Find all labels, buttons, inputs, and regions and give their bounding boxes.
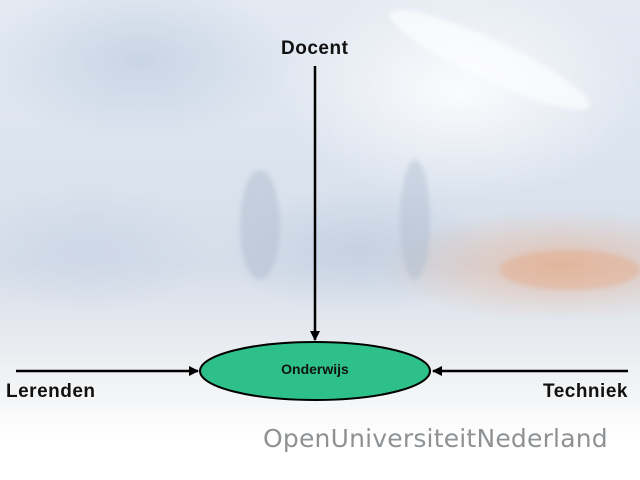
- onderwijs-label: Onderwijs: [281, 361, 349, 377]
- open-universiteit-logo: OpenUniversiteitNederland: [263, 424, 608, 453]
- techniek-label: Techniek: [543, 381, 628, 402]
- onderwijs-node: [199, 341, 431, 401]
- background-streak: [400, 160, 430, 280]
- background-streak: [240, 170, 280, 280]
- lerenden-label: Lerenden: [6, 381, 96, 402]
- logo-part-universiteit: Universiteit: [330, 424, 477, 453]
- logo-part-open: Open: [263, 424, 331, 453]
- background-streak: [500, 250, 640, 290]
- logo-part-nederland: Nederland: [476, 424, 608, 453]
- docent-label: Docent: [281, 38, 349, 59]
